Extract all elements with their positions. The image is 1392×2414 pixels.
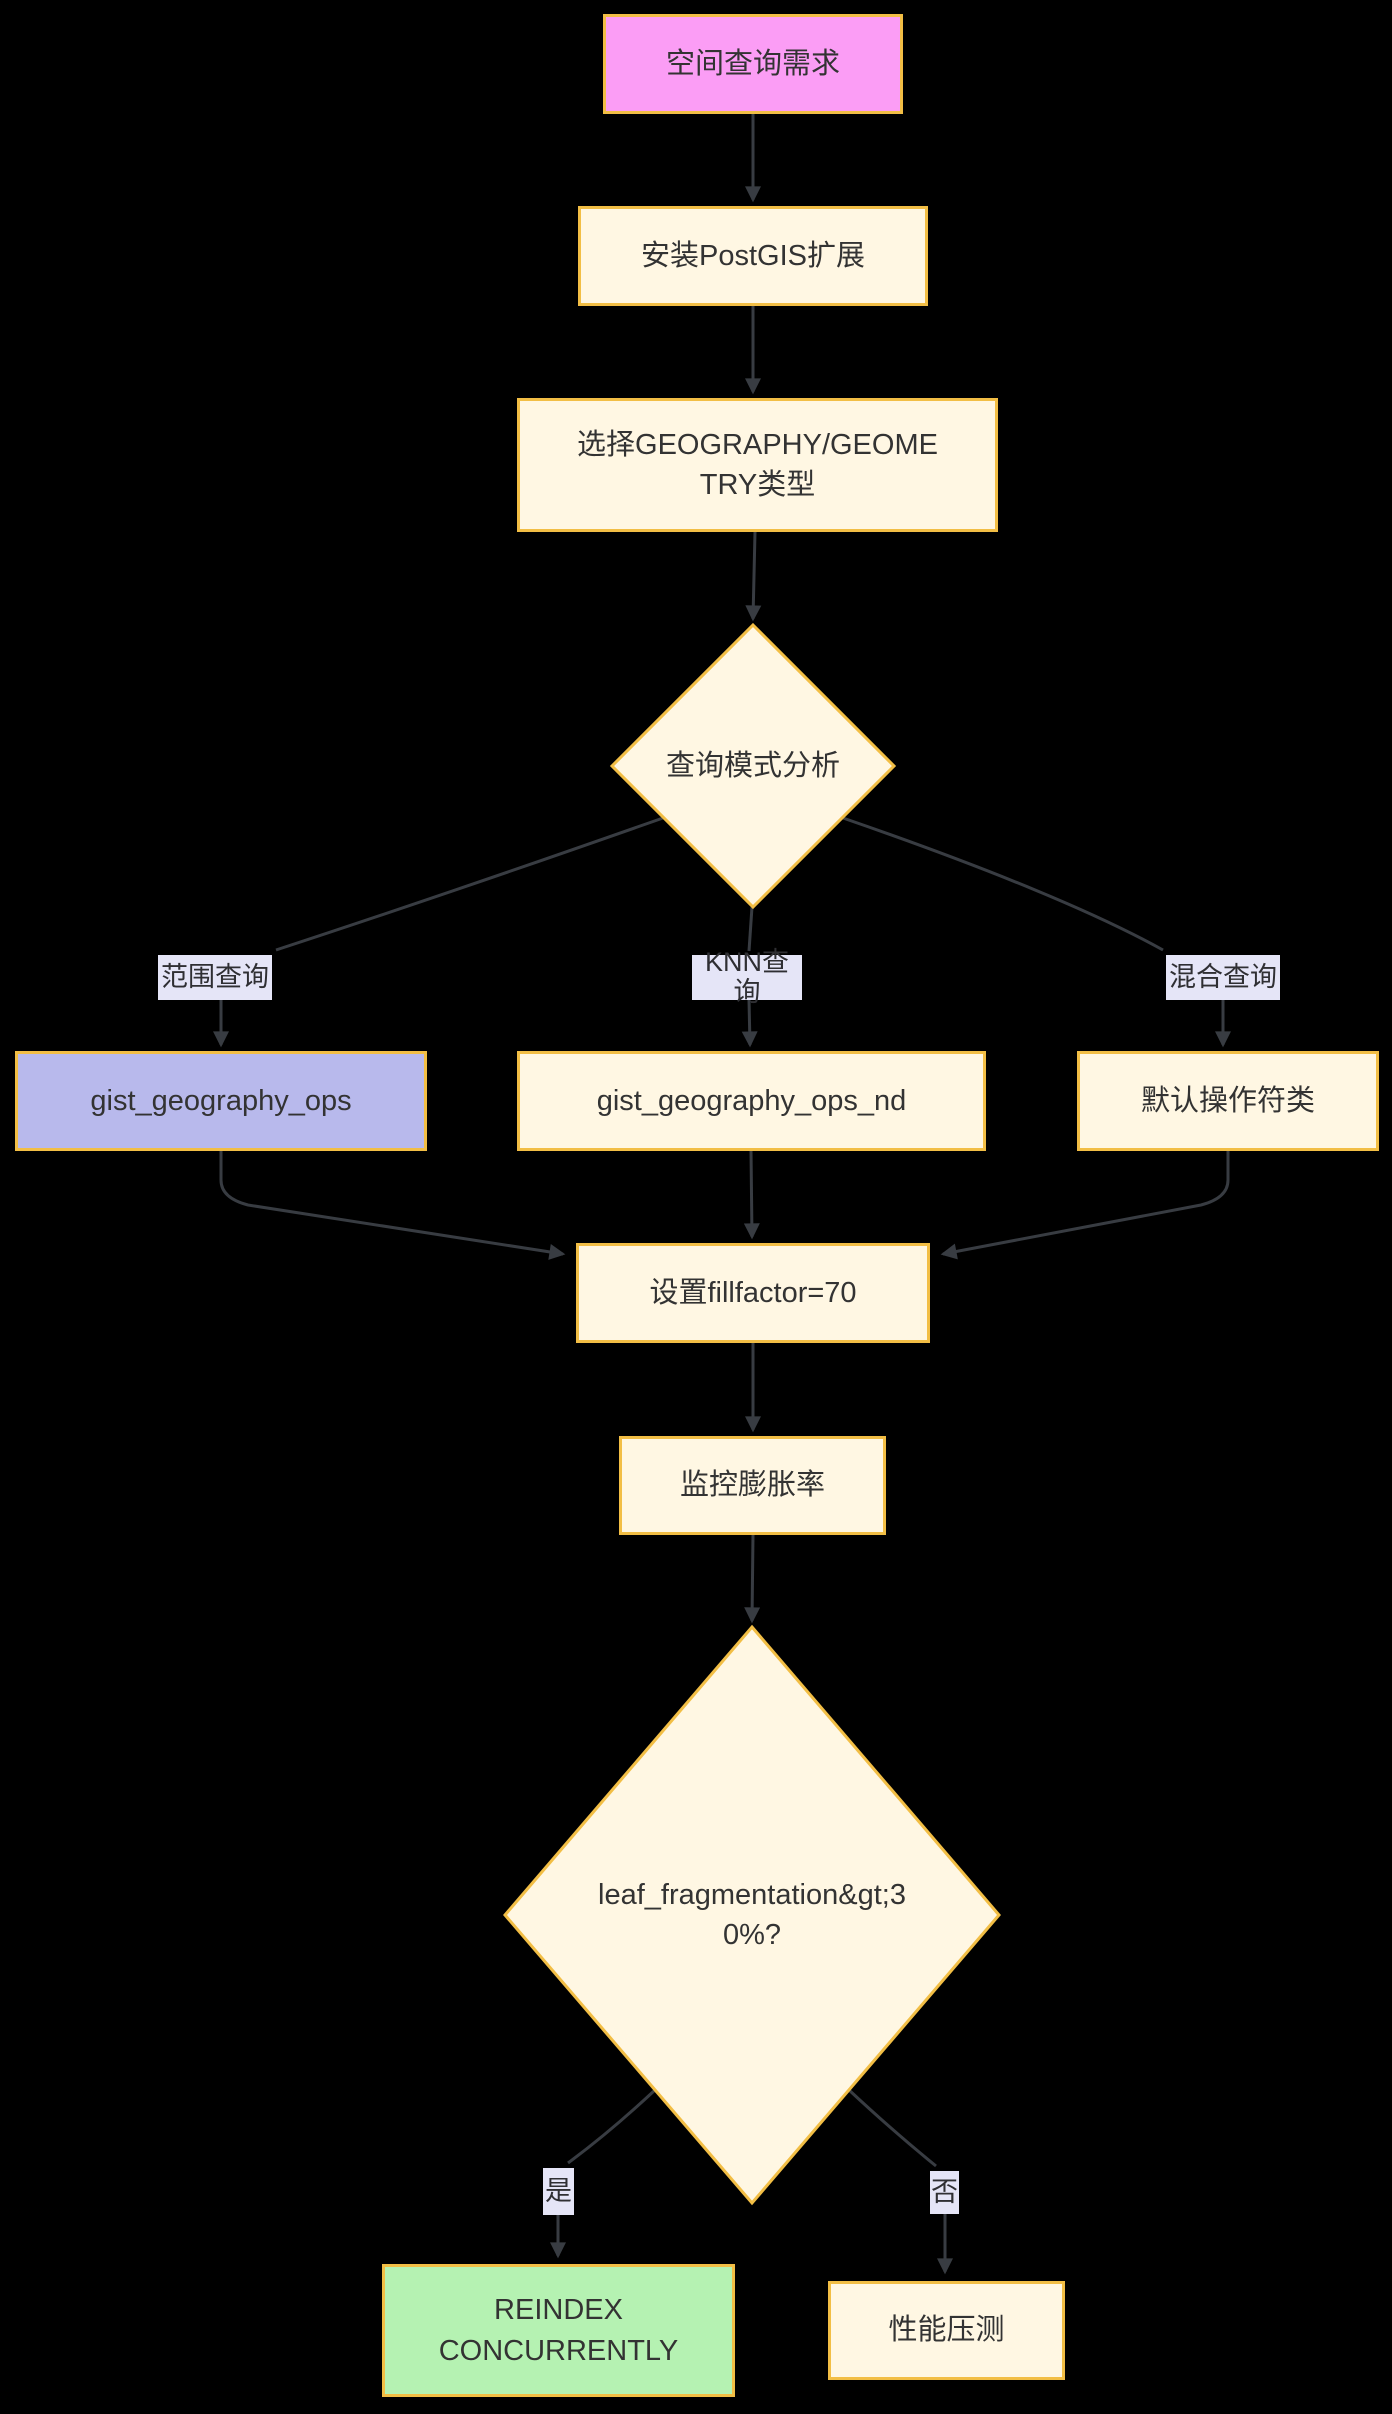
- edge-choose-analyze: [745, 531, 762, 622]
- node-label-line-2: TRY类型: [699, 469, 816, 501]
- node-spatial-query-need: 空间查询需求: [603, 14, 903, 114]
- decision-label-query-pattern-analysis: 查询模式分析: [593, 726, 913, 806]
- node-label-line-1: REINDEX: [494, 2294, 623, 2327]
- node-monitor-bloat: 监控膨胀率: [619, 1436, 886, 1535]
- node-gist-geography-ops-nd: gist_geography_ops_nd: [517, 1051, 986, 1151]
- edge-default-fillfactor: [940, 1151, 1230, 1260]
- edge-fragmentation-no-upper: [847, 2088, 937, 2168]
- node-label-line-2: CONCURRENTLY: [438, 2334, 679, 2367]
- decision-diamond-analyze: [609, 622, 897, 910]
- edge-monitor-fragmentation: [744, 1534, 761, 1624]
- edge-label-text: 混合查询: [1169, 961, 1277, 992]
- node-choose-geography-geometry: 选择GEOGRAPHY/GEOME TRY类型: [517, 398, 998, 532]
- node-label: 安装PostGIS扩展: [641, 239, 865, 272]
- decision-diamond-fragmentation: [503, 1624, 1001, 2206]
- edge-label-text: 否: [931, 2176, 958, 2207]
- edge-label-range-query: 范围查询: [158, 955, 272, 1000]
- node-default-operator-class: 默认操作符类: [1077, 1051, 1379, 1151]
- node-reindex-concurrently: REINDEX CONCURRENTLY: [382, 2264, 735, 2397]
- node-label: 设置fillfactor=70: [649, 1276, 857, 1309]
- decision-label-leaf-fragmentation: leaf_fragmentation&gt;3 0%?: [512, 1835, 992, 1995]
- edge-ops-fillfactor: [219, 1151, 566, 1260]
- node-set-fillfactor: 设置fillfactor=70: [576, 1243, 930, 1343]
- edge-analyze-mixed-upper: [842, 816, 1164, 952]
- node-label: gist_geography_ops: [90, 1084, 352, 1117]
- node-label-line-2: 0%?: [722, 1919, 782, 1951]
- edge-analyze-knn-lower: [741, 999, 758, 1048]
- edge-opsnd-fillfactor: [743, 1150, 760, 1240]
- node-label: gist_geography_ops_nd: [596, 1084, 907, 1117]
- edge-label-yes: 是: [543, 2168, 574, 2215]
- node-label-line-1: 选择GEOGRAPHY/GEOME: [577, 428, 938, 461]
- edge-fragmentation-yes-upper: [567, 2088, 657, 2165]
- node-label: 查询模式分析: [665, 749, 840, 782]
- edge-label-text: KNN查询: [704, 946, 789, 1007]
- edge-label-text: 范围查询: [161, 961, 269, 992]
- node-label: 空间查询需求: [665, 47, 840, 80]
- edge-label-knn-query: KNN查询: [692, 947, 802, 1006]
- edge-label-text: 是: [545, 2175, 572, 2206]
- edge-label-mixed-query: 混合查询: [1166, 955, 1280, 1000]
- node-label-line-1: leaf_fragmentation&gt;3: [598, 1878, 906, 1911]
- node-gist-geography-ops: gist_geography_ops: [15, 1051, 427, 1151]
- node-install-postgis: 安装PostGIS扩展: [578, 206, 928, 306]
- node-label: 性能压测: [888, 2314, 1005, 2347]
- node-performance-stress-test: 性能压测: [828, 2281, 1065, 2380]
- edge-label-no: 否: [930, 2171, 959, 2214]
- edge-analyze-range-upper: [275, 816, 664, 952]
- node-label: 监控膨胀率: [679, 1469, 825, 1502]
- edge-analyze-knn-upper: [747, 906, 754, 952]
- node-label: 默认操作符类: [1140, 1084, 1315, 1117]
